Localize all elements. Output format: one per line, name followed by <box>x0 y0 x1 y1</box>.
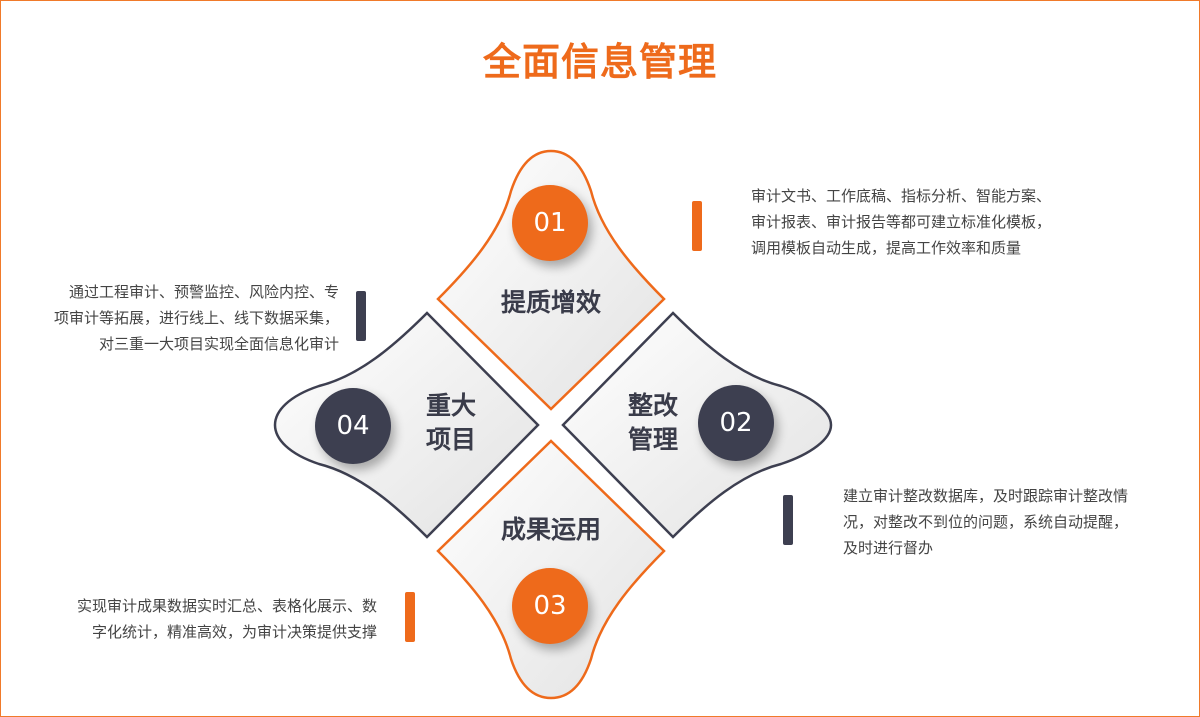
accent-bar <box>356 291 366 341</box>
label-line: 管理 <box>627 425 678 454</box>
description-02: 建立审计整改数据库，及时跟踪审计整改情况，对整改不到位的问题，系统自动提醒， 及时… <box>843 483 1128 561</box>
label-quality: 提质增效 <box>500 288 601 317</box>
label-results: 成果运用 <box>500 515 601 544</box>
text-line: 审计报表、审计报告等都可建立标准化模板， <box>751 213 1052 231</box>
page-title: 全面信息管理 <box>482 40 717 84</box>
description-03: 实现审计成果数据实时汇总、表格化展示、数字化统计，精准高效，为审计决策提供支撑 <box>11 593 377 645</box>
number-badge-04: 04 <box>315 388 391 464</box>
text-line: 实现审计成果数据实时汇总、表格化展示、数 <box>76 597 377 615</box>
petal-top <box>436 149 666 411</box>
text-line: 对三重一大项目实现全面信息化审计 <box>98 335 339 353</box>
text-line: 审计文书、工作底稿、指标分析、智能方案、 <box>751 187 1052 205</box>
label-line: 整改 <box>627 391 678 420</box>
number-badge-01: 01 <box>512 185 588 261</box>
number-badge-02: 02 <box>698 385 774 461</box>
text-line: 及时进行督办 <box>843 539 934 557</box>
accent-bar <box>783 495 793 545</box>
accent-bar <box>405 592 415 642</box>
text-line: 况，对整改不到位的问题，系统自动提醒， <box>843 513 1129 531</box>
label-line: 重大 <box>425 391 476 420</box>
label-rectification: 整改管理 <box>613 389 693 457</box>
text-line: 调用模板自动生成，提高工作效率和质量 <box>751 239 1022 257</box>
number-badge-03: 03 <box>512 568 588 644</box>
label-line: 项目 <box>425 425 476 454</box>
description-04: 通过工程审计、预警监控、风险内控、专项审计等拓展，进行线上、线下数据采集， 对三重… <box>6 279 339 357</box>
description-01: 审计文书、工作底稿、指标分析、智能方案、审计报表、审计报告等都可建立标准化模板，… <box>751 183 1051 261</box>
label-major-projects: 重大项目 <box>411 389 491 457</box>
text-line: 通过工程审计、预警监控、风险内控、专 <box>68 283 339 301</box>
text-line: 项审计等拓展，进行线上、线下数据采集， <box>53 309 339 327</box>
petal-left <box>273 311 540 539</box>
petal-right <box>561 311 833 539</box>
accent-bar <box>692 201 702 251</box>
text-line: 建立审计整改数据库，及时跟踪审计整改情 <box>843 487 1129 505</box>
text-line: 字化统计，精准高效，为审计决策提供支撑 <box>91 623 377 641</box>
